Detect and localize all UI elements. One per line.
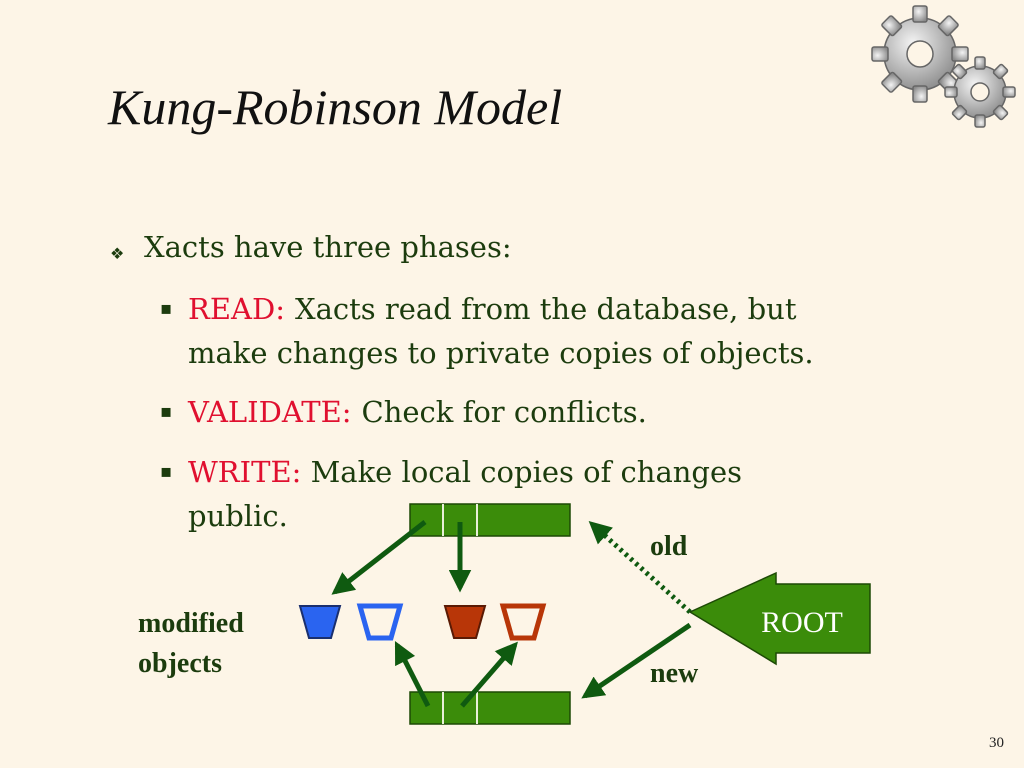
root-arrow-shape bbox=[688, 571, 871, 666]
blue-object-outline bbox=[356, 603, 404, 641]
new-page-bar bbox=[409, 691, 571, 725]
new-label: new bbox=[650, 658, 699, 689]
read-text-line2: make changes to private copies of object… bbox=[188, 336, 814, 370]
arrow-new-to-blue bbox=[394, 640, 431, 708]
validate-text: Check for conflicts. bbox=[361, 395, 647, 429]
write-text-line2: public. bbox=[188, 499, 288, 533]
modified-label: modified bbox=[138, 608, 244, 639]
diamond-bullet-icon: ❖ bbox=[110, 244, 125, 263]
arrow-new-to-red bbox=[460, 641, 518, 708]
blue-object-filled bbox=[298, 605, 342, 639]
arrow-root-to-old-dotted bbox=[588, 520, 692, 614]
gears-icon bbox=[871, 5, 1016, 128]
write-text-line1: Make local copies of changes bbox=[310, 455, 743, 489]
square-bullet-icon: ▪ bbox=[160, 401, 173, 422]
root-label: ROOT bbox=[761, 606, 843, 639]
old-page-bar bbox=[409, 503, 571, 537]
red-object-outline bbox=[499, 603, 547, 641]
main-bullet-text: Xacts have three phases: bbox=[144, 230, 512, 264]
square-bullet-icon: ▪ bbox=[160, 298, 173, 319]
arrow-old-to-blue bbox=[331, 520, 427, 595]
old-label: old bbox=[650, 531, 688, 562]
slide-number: 30 bbox=[989, 735, 1004, 751]
keyword-write: WRITE: bbox=[188, 455, 302, 489]
keyword-read: READ: bbox=[188, 292, 285, 326]
read-text-line1: Xacts read from the database, but bbox=[294, 292, 797, 326]
slide-title: Kung-Robinson Model bbox=[108, 79, 563, 135]
red-object-filled bbox=[443, 605, 487, 639]
square-bullet-icon: ▪ bbox=[160, 461, 173, 482]
objects-label: objects bbox=[138, 648, 222, 679]
keyword-validate: VALIDATE: bbox=[188, 395, 352, 429]
arrow-root-to-new bbox=[581, 622, 692, 699]
